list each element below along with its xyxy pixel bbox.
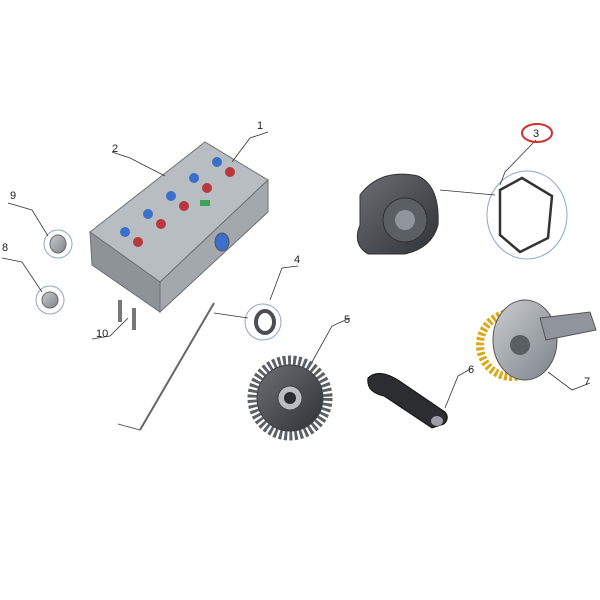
callout-1: 1 (257, 120, 263, 132)
callout-5: 5 (344, 314, 350, 326)
callout-7: 7 (584, 376, 590, 388)
oil-seal (244, 303, 282, 341)
valve-ports (120, 157, 235, 247)
callout-10: 10 (96, 328, 108, 340)
cylinder-head-assembly (89, 141, 269, 330)
ball-plug (35, 285, 65, 315)
callout-4: 4 (294, 254, 300, 266)
dipstick-rod (117, 302, 215, 431)
cup-plug (43, 229, 73, 259)
callout-labels: 1 2 3 4 5 6 7 8 9 10 (2, 120, 590, 388)
leader-lines (1, 131, 591, 409)
oil-pipe (367, 373, 448, 429)
callout-8: 8 (2, 242, 8, 254)
idler-gear (247, 355, 333, 441)
gasket-ring (486, 170, 568, 260)
callout-3-highlight-ring (521, 123, 553, 143)
callout-3: 3 (533, 128, 539, 140)
callout-9: 9 (10, 190, 16, 202)
callout-6: 6 (468, 364, 474, 376)
water-pump (356, 173, 439, 255)
stud-bolt (118, 300, 136, 330)
vacuum-pump (476, 299, 597, 381)
callout-2: 2 (112, 143, 118, 155)
